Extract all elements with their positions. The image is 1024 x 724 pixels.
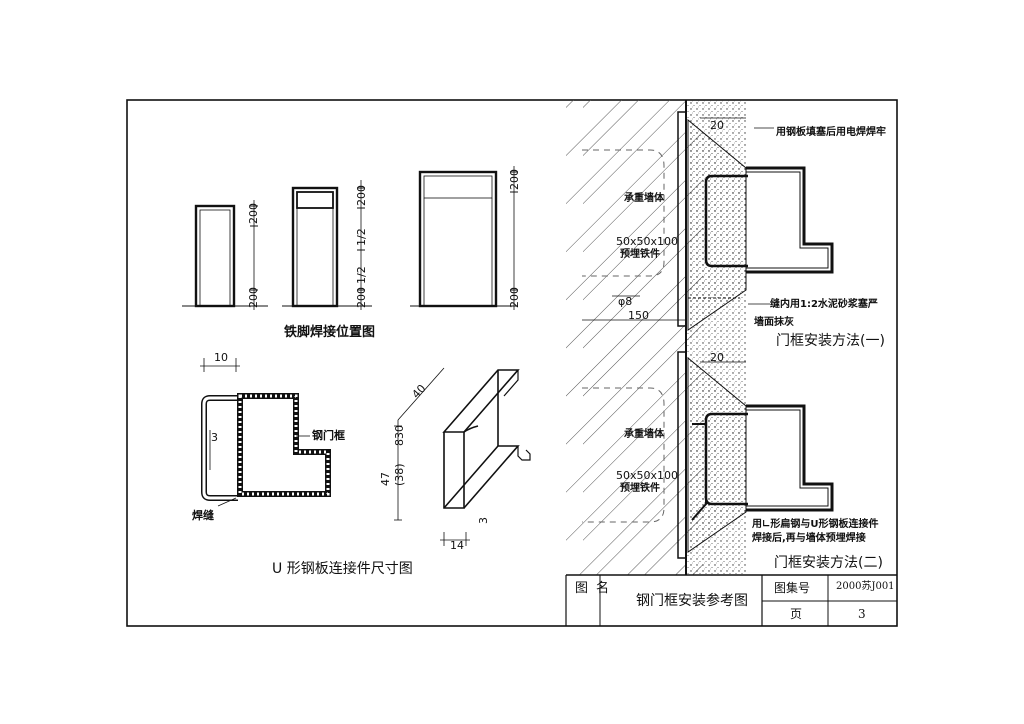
wall-sections bbox=[566, 100, 747, 575]
method1-note-fill: 缝内用1:2水泥砂浆塞严 bbox=[770, 299, 878, 310]
page-label: 页 bbox=[790, 607, 803, 621]
dim-half-a: 1/2 bbox=[355, 228, 368, 246]
dim-200-d: 200 bbox=[355, 287, 368, 308]
dim-38: (38) bbox=[393, 463, 406, 486]
u-connector-diagram bbox=[200, 358, 331, 507]
dim-14: 14 bbox=[450, 539, 464, 552]
sheet-border bbox=[126, 99, 898, 627]
method2-note-line2: 焊接后,再与墙体预埋焊接 bbox=[752, 533, 866, 544]
dim-3: 3 bbox=[211, 431, 218, 444]
label-steel-frame: 钢门框 bbox=[312, 429, 345, 442]
method1-embed-name: 预埋铁件 bbox=[620, 249, 660, 260]
method1-wall-label: 承重墙体 bbox=[624, 193, 664, 204]
method1-embed-size: 50x50x100 bbox=[616, 235, 679, 248]
method2-wall-label: 承重墙体 bbox=[624, 429, 664, 440]
method2-note-line1: 用∟形扁钢与U形钢板连接件 bbox=[752, 519, 879, 530]
dim-830: 830 bbox=[393, 425, 406, 446]
label-weld: 焊缝 bbox=[192, 509, 214, 522]
dim-200-e: 200 bbox=[508, 169, 521, 190]
title-block-label: 图名 bbox=[575, 581, 618, 596]
method2-title: 门框安装方法(二) bbox=[774, 555, 883, 571]
dim-200-b: 200 bbox=[247, 287, 260, 308]
method1-detail bbox=[582, 117, 834, 321]
iron-feet-caption: 铁脚焊接位置图 bbox=[284, 325, 376, 340]
title-block bbox=[565, 574, 897, 626]
atlas-label: 图集号 bbox=[774, 581, 811, 595]
method2-detail bbox=[691, 361, 834, 521]
u-connector-caption: U 形钢板连接件尺寸图 bbox=[272, 561, 413, 577]
dim-200-c: 200 bbox=[355, 185, 368, 206]
dim-200-a: 200 bbox=[247, 203, 260, 224]
method2-embed-size: 50x50x100 bbox=[616, 469, 679, 482]
channel-diagram bbox=[394, 367, 531, 546]
method1-note-top: 用钢板填塞后用电焊焊牢 bbox=[776, 127, 886, 138]
iron-feet-diagram bbox=[182, 166, 518, 310]
method2-embed-name: 预埋铁件 bbox=[620, 483, 660, 494]
method1-title: 门框安装方法(一) bbox=[776, 333, 885, 349]
page-number: 3 bbox=[858, 607, 866, 621]
method2-dim-20: 20 bbox=[710, 351, 724, 364]
method1-dim-20: 20 bbox=[710, 119, 724, 132]
dim-47: 47 bbox=[379, 472, 392, 486]
drawing-title: 钢门框安装参考图 bbox=[636, 593, 748, 609]
method1-note-plaster: 墙面抹灰 bbox=[754, 317, 794, 328]
dim-200-f: 200 bbox=[508, 287, 521, 308]
method1-dim-150: 150 bbox=[628, 309, 649, 322]
dim-3-channel: 3 bbox=[477, 517, 490, 524]
atlas-number: 2000苏J001 bbox=[836, 581, 895, 592]
dim-10: 10 bbox=[214, 351, 228, 364]
dim-half-b: 1/2 bbox=[355, 266, 368, 284]
method1-phi8: φ8 bbox=[618, 295, 633, 308]
